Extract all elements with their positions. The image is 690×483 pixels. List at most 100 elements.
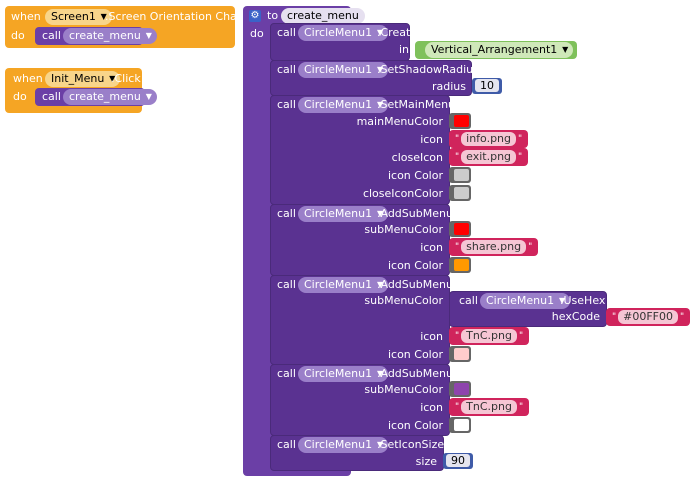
color-swatch[interactable]	[454, 419, 469, 431]
add-sub-menu-block-1[interactable]: call CircleMenu1▼ .AddSubMenu subMenuCol…	[270, 204, 453, 276]
param-sub-menu-color: subMenuColor	[364, 383, 443, 396]
icon-color-block[interactable]	[449, 167, 471, 183]
param-main-menu-color: mainMenuColor	[356, 115, 443, 128]
icon-string-value[interactable]: share.png	[461, 240, 527, 254]
icon-string-block[interactable]: "TnC.png"	[449, 327, 530, 345]
param-icon-color: icon Color	[387, 419, 443, 432]
param-radius-label: radius	[432, 80, 467, 93]
chevron-down-icon: ▼	[376, 28, 384, 37]
component-dropdown[interactable]: CircleMenu1▼	[298, 437, 389, 453]
add-sub-menu-block-3[interactable]: call CircleMenu1▼ .AddSubMenu subMenuCol…	[270, 364, 453, 436]
set-shadow-radius-block[interactable]: call CircleMenu1▼ .SetShadowRadius radiu…	[270, 60, 479, 96]
chevron-down-icon: ▼	[145, 92, 152, 101]
method-name: .UseHex	[560, 294, 606, 307]
method-name: .SetMainMenu	[377, 98, 456, 111]
add-sub-menu-block-2[interactable]: call CircleMenu1▼ .AddSubMenu subMenuCol…	[270, 275, 453, 365]
icon-color-block[interactable]	[449, 257, 471, 273]
icon-string-block[interactable]: "TnC.png"	[449, 398, 530, 416]
method-name: .AddSubMenu	[377, 207, 453, 220]
event-block-screen-orientation[interactable]: when Screen1▼ .Screen Orientation Change…	[5, 6, 265, 48]
chevron-down-icon: ▼	[376, 100, 384, 109]
icon-color-block[interactable]	[449, 417, 471, 433]
procedure-dropdown[interactable]: create_menu▼	[63, 28, 157, 44]
arrangement-dropdown[interactable]: Vertical_Arrangement1▼	[425, 42, 574, 58]
component-dropdown-label: CircleMenu1	[304, 98, 373, 111]
method-name: .AddSubMenu	[377, 367, 453, 380]
color-swatch[interactable]	[454, 223, 469, 235]
procedure-call-block[interactable]: call create_menu ▼	[35, 88, 157, 106]
to-keyword: to	[267, 9, 279, 22]
close-icon-string-value[interactable]: exit.png	[461, 150, 517, 164]
sub-menu-color-block[interactable]	[449, 221, 471, 237]
param-close-icon-color: closeIconColor	[362, 187, 443, 200]
color-swatch[interactable]	[454, 348, 469, 360]
icon-string-block[interactable]: "share.png"	[449, 238, 539, 256]
method-name: .SetShadowRadius	[377, 63, 479, 76]
when-keyword: when	[11, 10, 41, 23]
color-swatch[interactable]	[454, 115, 469, 127]
color-swatch[interactable]	[454, 383, 469, 395]
color-swatch[interactable]	[454, 169, 469, 181]
procedure-dropdown-label: create_menu	[69, 90, 141, 103]
color-swatch[interactable]	[454, 259, 469, 271]
call-keyword: call	[42, 90, 61, 103]
component-dropdown[interactable]: Screen1▼	[45, 9, 112, 25]
set-icon-size-block[interactable]: call CircleMenu1▼ .SetIconSize size	[270, 435, 444, 471]
component-dropdown[interactable]: CircleMenu1▼	[298, 62, 389, 78]
component-dropdown-label: CircleMenu1	[304, 207, 373, 220]
component-dropdown[interactable]: CircleMenu1▼	[298, 366, 389, 382]
use-hex-block[interactable]: call CircleMenu1▼ .UseHex hexCode	[449, 291, 607, 327]
icon-string-block[interactable]: "info.png"	[449, 130, 529, 148]
procedure-dropdown[interactable]: create_menu ▼	[63, 89, 157, 105]
component-dropdown[interactable]: Init_Menu▼	[45, 71, 121, 87]
create-block[interactable]: call CircleMenu1▼ .Create in	[270, 23, 417, 61]
color-swatch[interactable]	[454, 187, 469, 199]
radius-number-block[interactable]: 10	[472, 78, 502, 94]
param-icon-color: icon Color	[387, 169, 443, 182]
component-dropdown[interactable]: CircleMenu1▼	[298, 25, 389, 41]
param-icon: icon	[420, 241, 443, 254]
set-main-menu-block[interactable]: call CircleMenu1▼ .SetMainMenu mainMenuC…	[270, 95, 455, 205]
sub-menu-color-block[interactable]	[449, 381, 471, 397]
call-keyword: call	[277, 367, 296, 380]
component-dropdown[interactable]: CircleMenu1▼	[298, 97, 389, 113]
component-dropdown[interactable]: CircleMenu1▼	[298, 277, 389, 293]
radius-number-value[interactable]: 10	[475, 79, 499, 92]
do-keyword: do	[11, 29, 25, 42]
hex-string-block[interactable]: "#00FF00"	[606, 308, 690, 326]
icon-string-value[interactable]: info.png	[461, 132, 517, 146]
param-sub-menu-color: subMenuColor	[364, 294, 443, 307]
param-sub-menu-color: subMenuColor	[364, 223, 443, 236]
procedure-call-block[interactable]: call create_menu▼	[35, 27, 157, 45]
chevron-down-icon: ▼	[558, 296, 566, 305]
component-dropdown[interactable]: CircleMenu1▼	[298, 206, 389, 222]
param-icon-color: icon Color	[387, 259, 443, 272]
main-menu-color-block[interactable]	[449, 113, 471, 129]
procedure-name-field[interactable]: create_menu	[281, 8, 365, 24]
close-icon-string-block[interactable]: "exit.png"	[449, 148, 529, 166]
method-name: .SetIconSize	[377, 438, 445, 451]
call-keyword: call	[277, 98, 296, 111]
size-number-block[interactable]: 90	[443, 453, 473, 469]
method-name: .AddSubMenu	[377, 278, 453, 291]
hex-string-value[interactable]: #00FF00	[618, 310, 679, 324]
param-in-label: in	[399, 43, 410, 56]
icon-string-value[interactable]: TnC.png	[461, 400, 517, 414]
param-close-icon: closeIcon	[391, 151, 443, 164]
close-icon-color-block[interactable]	[449, 185, 471, 201]
event-block-init-menu-click[interactable]: when Init_Menu▼ .Click do call create_me…	[5, 68, 157, 113]
chevron-down-icon: ▼	[376, 209, 384, 218]
arrangement-getter-block[interactable]: Vertical_Arrangement1▼	[415, 41, 578, 59]
chevron-down-icon: ▼	[562, 45, 569, 54]
icon-string-value[interactable]: TnC.png	[461, 329, 517, 343]
component-dropdown-label: CircleMenu1	[486, 294, 555, 307]
icon-color-block[interactable]	[449, 346, 471, 362]
do-keyword: do	[250, 27, 264, 40]
component-dropdown[interactable]: CircleMenu1▼	[480, 293, 571, 309]
call-keyword: call	[42, 29, 61, 42]
call-keyword: call	[277, 63, 296, 76]
gear-icon[interactable]: ⚙	[249, 10, 261, 22]
call-keyword: call	[277, 207, 296, 220]
size-number-value[interactable]: 90	[446, 454, 470, 467]
component-dropdown-label: CircleMenu1	[304, 63, 373, 76]
